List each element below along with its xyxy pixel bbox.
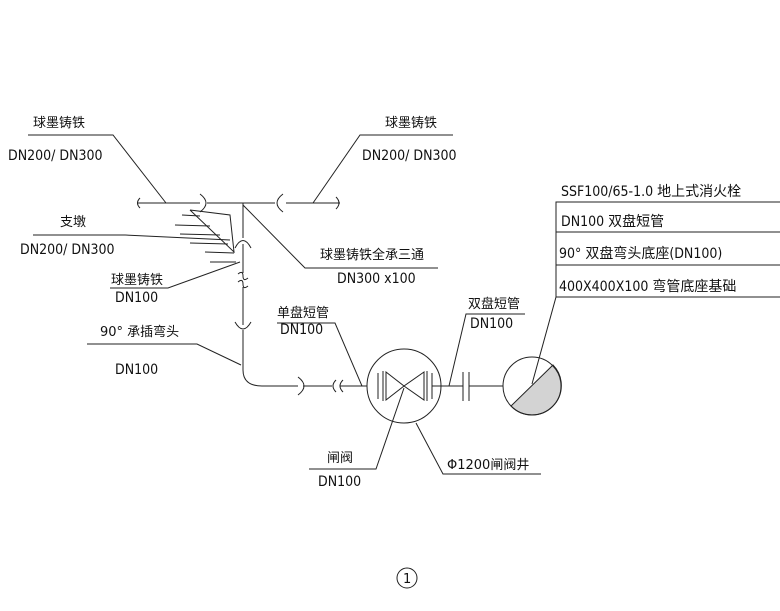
label-tee-size: DN300 x100 [337,271,416,287]
label-single-flange: 单盘短管 [277,305,329,321]
label-top-right-material: 球墨铸铁 [385,115,437,131]
hydrant-table-title: SSF100/65-1.0 地上式消火栓 [561,184,741,200]
detail-number: 1 [403,572,411,587]
main-pipe [137,193,340,213]
gate-valve-well [366,348,503,424]
bell-joint [199,193,207,213]
label-branch-material: 球墨铸铁 [111,272,163,288]
hydrant-table-row: 90° 双盘弯头底座(DN100) [559,245,722,262]
leader-lines [28,134,780,475]
label-top-left-material: 球墨铸铁 [33,115,85,131]
label-elbow-size: DN100 [115,362,158,378]
label-single-flange-size: DN100 [280,322,323,338]
branch-pipe [234,203,367,396]
label-tee: 球墨铸铁全承三通 [320,247,424,263]
label-thrust-block-size: DN200/ DN300 [20,242,115,258]
bell-joint [276,193,284,213]
label-elbow: 90° 承插弯头 [100,324,179,340]
thrust-block-hatch [174,209,236,263]
label-valve-well: Φ1200闸阀井 [447,458,529,473]
hydrant-table-row: DN100 双盘短管 [561,213,664,230]
label-double-flange: 双盘短管 [468,296,520,312]
label-double-flange-size: DN100 [470,316,513,332]
detail-number-circle [396,567,418,589]
label-branch-size: DN100 [115,290,158,306]
label-thrust-block: 支墩 [60,215,86,230]
fire-hydrant-symbol [502,356,562,416]
bell-joint [234,321,252,330]
label-gate-valve-size: DN100 [318,474,361,490]
bell-joint [234,240,252,249]
label-top-left-size: DN200/ DN300 [8,148,103,164]
hydrant-table-row: 400X400X100 弯管底座基础 [559,278,736,295]
label-top-right-size: DN200/ DN300 [362,148,457,164]
label-gate-valve: 闸阀 [327,451,353,466]
